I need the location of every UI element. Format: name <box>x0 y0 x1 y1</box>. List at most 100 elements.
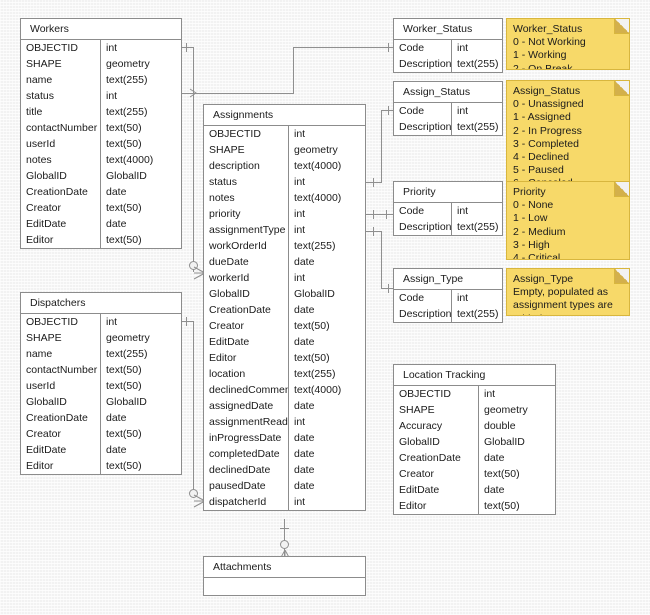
connector-assigntype-seg <box>381 288 393 289</box>
field-name: assignmentType <box>204 222 289 238</box>
table-row: pausedDate date <box>204 478 365 494</box>
field-name: GlobalID <box>21 394 101 410</box>
entity-attachments[interactable]: Attachments <box>203 556 366 596</box>
note-line: 0 - Unassigned <box>513 98 584 111</box>
field-name: pausedDate <box>204 478 289 494</box>
field-name: description <box>204 158 289 174</box>
one-tick-assignments-attachments <box>280 528 289 529</box>
field-type: text(50) <box>106 428 142 440</box>
field-name: title <box>21 104 101 120</box>
field-name: OBJECTID <box>21 40 101 56</box>
connector-dispatchers-seg <box>193 321 194 491</box>
field-type: text(255) <box>457 308 499 320</box>
field-name: Code <box>394 290 452 306</box>
note-line: 6 - Canceled <box>513 177 623 184</box>
field-name: completedDate <box>204 446 289 462</box>
field-type: int <box>457 42 469 54</box>
field-type: date <box>484 452 505 464</box>
field-type: date <box>294 304 315 316</box>
field-type: geometry <box>484 404 528 416</box>
connector-priority-seg <box>366 214 393 215</box>
note-line: assignment types are added <box>513 299 613 315</box>
connector-assignstatus-seg <box>366 182 382 183</box>
field-name: SHAPE <box>21 330 101 346</box>
field-type: text(50) <box>484 468 520 480</box>
field-type: int <box>106 90 118 102</box>
field-name: Editor <box>204 350 289 366</box>
entity-fields-attachments <box>204 578 365 595</box>
field-name: Code <box>394 203 452 219</box>
field-type: int <box>294 272 306 284</box>
field-name: name <box>21 346 101 362</box>
note-line: 4 - Critical <box>513 252 561 260</box>
field-type: text(255) <box>457 58 499 70</box>
one-tick-assign-status <box>388 106 389 115</box>
field-type: text(50) <box>106 234 142 246</box>
field-type: int <box>294 224 306 236</box>
note-fold-icon <box>614 81 629 96</box>
connector-workers-assignments-seg <box>182 47 194 48</box>
field-type: text(50) <box>106 364 142 376</box>
field-name: location <box>204 366 289 382</box>
field-name: notes <box>204 190 289 206</box>
field-name: declinedComment <box>204 382 289 398</box>
field-type: date <box>294 480 315 492</box>
field-name: Description <box>394 119 452 135</box>
note-title: Worker_Status <box>513 23 583 35</box>
field-type: date <box>106 412 127 424</box>
field-name: EditDate <box>21 442 101 458</box>
field-name: SHAPE <box>21 56 101 72</box>
field-name: contactNumber <box>21 120 101 136</box>
field-type: int <box>294 416 306 428</box>
field-name: GlobalID <box>394 434 479 450</box>
field-name: Creator <box>21 200 101 216</box>
field-type: GlobalID <box>106 170 147 182</box>
arrow-workers-status <box>189 88 197 98</box>
field-type: date <box>294 336 315 348</box>
field-type: text(255) <box>457 121 499 133</box>
note-fold-icon <box>614 182 629 197</box>
field-type: int <box>484 388 496 400</box>
field-name: Description <box>394 306 452 322</box>
field-type: text(255) <box>106 74 148 86</box>
note-fold-icon <box>614 19 629 34</box>
field-type: int <box>294 176 306 188</box>
connector-assignstatus-seg <box>381 110 393 111</box>
